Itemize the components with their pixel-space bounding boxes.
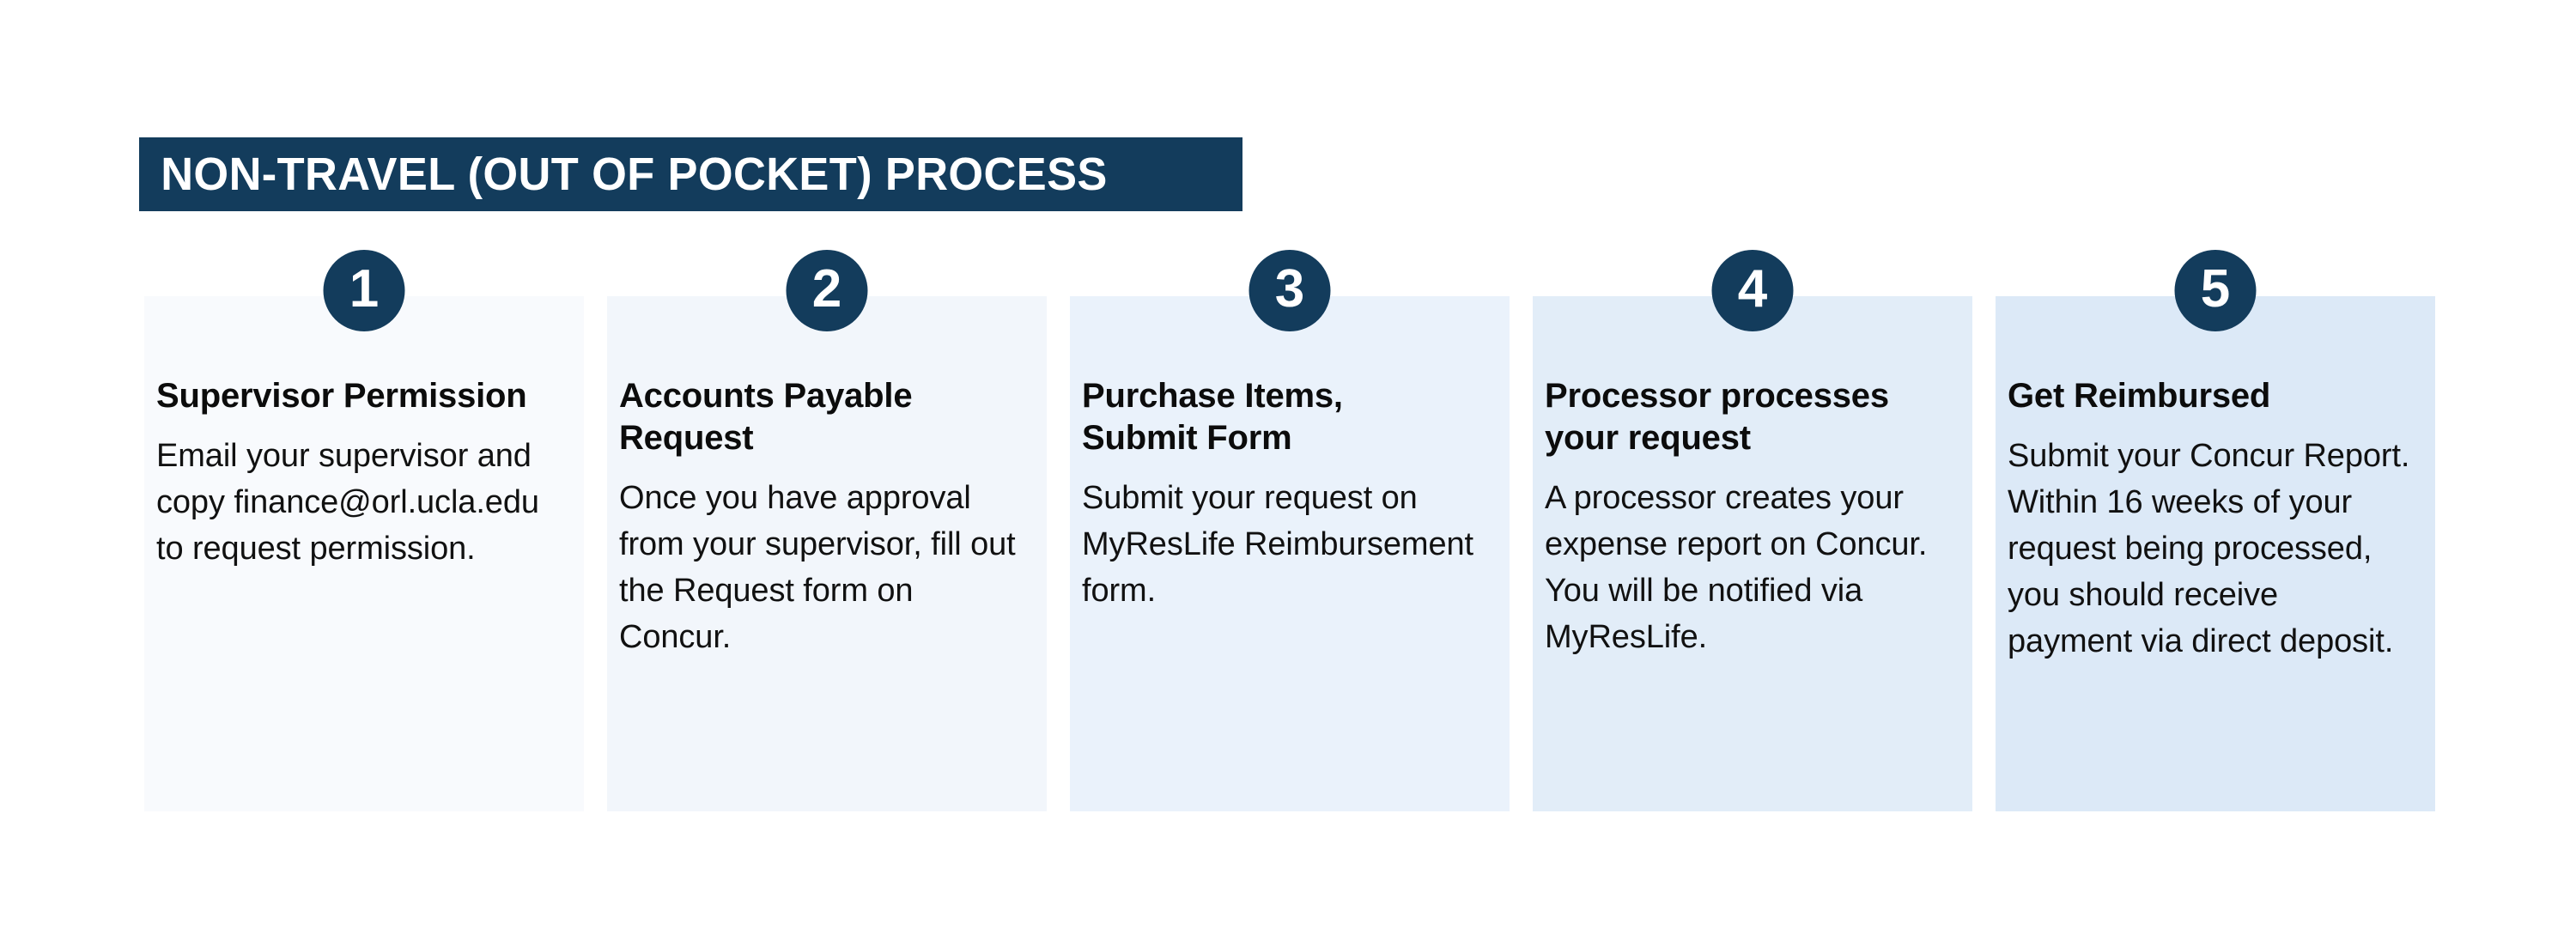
step-description: A processor creates your expense report … [1545, 480, 1928, 655]
step-description: Submit your Concur Report. Within 16 wee… [2008, 438, 2410, 659]
step-content: Processor processes your request A proces… [1545, 375, 1948, 660]
step-number-badge: 5 [2174, 250, 2257, 331]
step-description: Email your supervisor and copy finance@o… [156, 438, 539, 567]
title-banner: NON-TRAVEL (OUT OF POCKET) PROCESS [139, 137, 1242, 211]
page-title: NON-TRAVEL (OUT OF POCKET) PROCESS [161, 149, 1108, 200]
step-heading: Purchase Items, Submit Form [1082, 377, 1343, 457]
step-heading: Accounts Payable Request [619, 377, 913, 457]
step-number-label: 1 [349, 258, 380, 319]
step-card: Processor processes your request A proces… [1533, 296, 1972, 811]
process-step-4: Processor processes your request A proces… [1533, 250, 1972, 811]
step-number-badge: 1 [323, 250, 405, 331]
step-heading: Processor processes your request [1545, 377, 1889, 457]
step-number-label: 5 [2200, 258, 2231, 319]
step-heading: Supervisor Permission [156, 377, 527, 415]
step-number-label: 3 [1274, 258, 1305, 319]
step-number-label: 4 [1737, 258, 1768, 319]
step-number-badge: 2 [786, 250, 868, 331]
step-description: Once you have approval from your supervi… [619, 480, 1016, 655]
step-description: Submit your request on MyResLife Reimbur… [1082, 480, 1473, 609]
step-number-badge: 4 [1711, 250, 1794, 331]
step-number-badge: 3 [1249, 250, 1331, 331]
step-number-label: 2 [811, 258, 842, 319]
step-heading: Get Reimbursed [2008, 377, 2271, 415]
